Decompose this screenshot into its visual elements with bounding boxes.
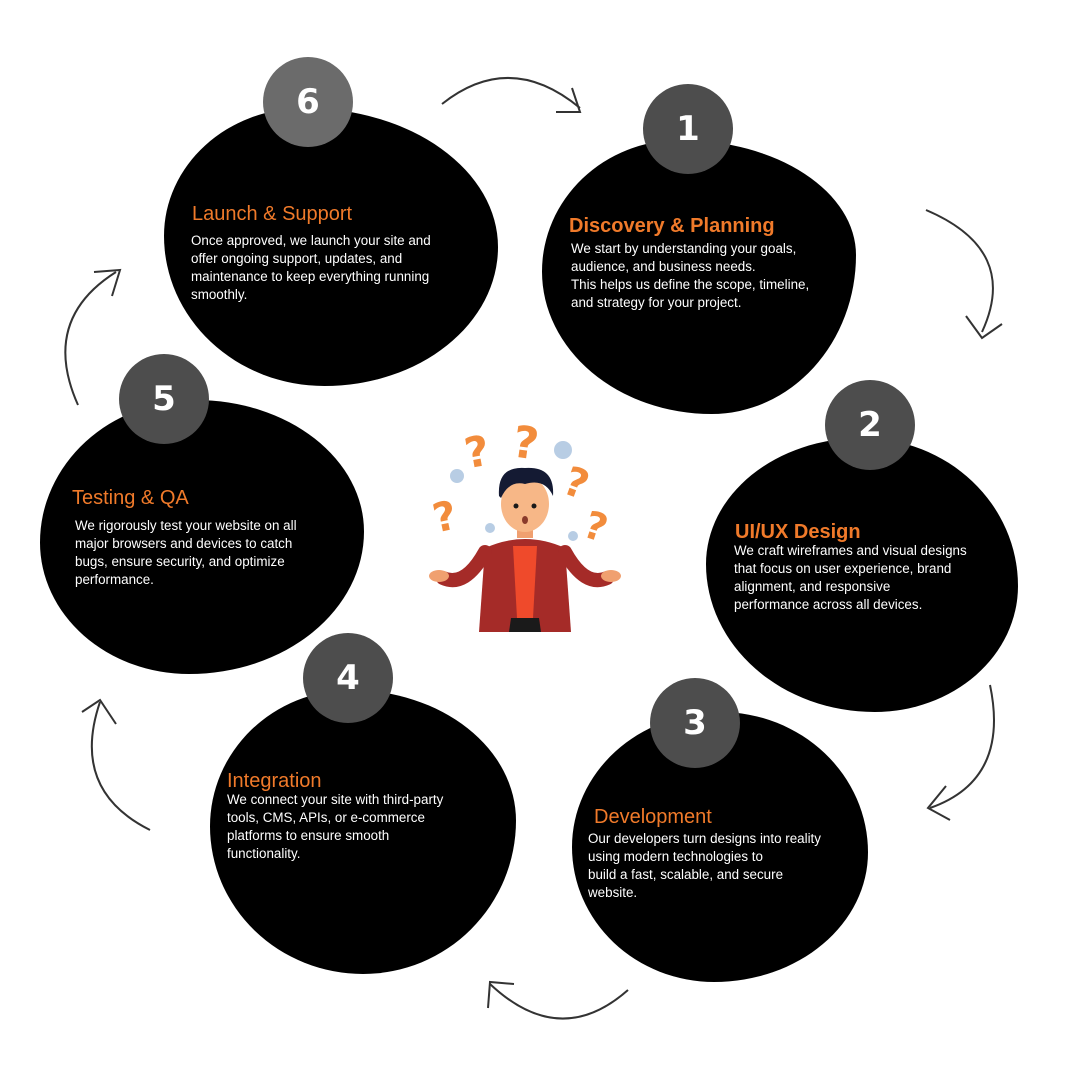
arrow-3-to-4	[487, 980, 629, 1020]
confused-person-icon: ? ? ? ? ?	[429, 418, 621, 632]
arrow-1-to-2	[925, 209, 1003, 340]
question-mark-icon: ?	[461, 426, 494, 478]
step-2-title: UI/UX Design	[735, 521, 861, 543]
arrow-4-to-5	[81, 698, 151, 831]
step-6-badge: 6	[263, 57, 353, 147]
step-4-badge: 4	[303, 633, 393, 723]
step-4-title: Integration	[227, 770, 322, 792]
question-mark-icon: ?	[429, 493, 461, 543]
step-3-badge: 3	[650, 678, 740, 768]
question-mark-icon: ?	[509, 418, 541, 471]
step-1-title: Discovery & Planning	[569, 215, 775, 237]
step-1-card	[542, 140, 856, 414]
step-2-card	[706, 438, 1018, 712]
step-5-card	[40, 400, 364, 674]
step-1-badge: 1	[643, 84, 733, 174]
question-mark-icon: ?	[557, 458, 595, 509]
step-3-title: Development	[594, 806, 712, 828]
arrow-5-to-6	[64, 268, 122, 406]
step-2-badge: 2	[825, 380, 915, 470]
arrow-2-to-3	[926, 684, 995, 821]
step-6-card	[164, 108, 498, 386]
question-mark-icon: ?	[578, 502, 613, 551]
step-4-card	[210, 690, 516, 974]
arrow-6-to-1	[441, 77, 582, 113]
step-5-title: Testing & QA	[72, 487, 189, 509]
step-5-badge: 5	[119, 354, 209, 444]
step-1-description: We start by understanding your goals,aud…	[571, 241, 810, 310]
step-3-description: Our developers turn designs into reality…	[588, 831, 821, 900]
step-6-title: Launch & Support	[192, 203, 353, 225]
